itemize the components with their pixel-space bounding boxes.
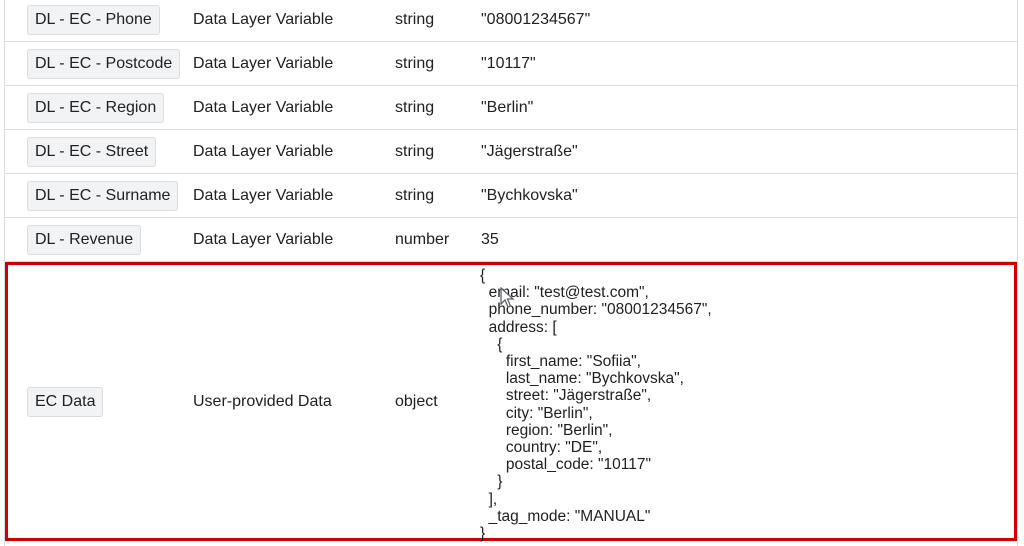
mouse-cursor-icon: [500, 287, 515, 308]
variable-type: Data Layer Variable: [193, 54, 334, 72]
variable-type: Data Layer Variable: [193, 186, 334, 204]
variable-type: User-provided Data: [193, 392, 332, 410]
highlighted-table-row: EC Data User-provided Data object { emai…: [5, 262, 1017, 543]
variable-value: "Bychkovska": [481, 186, 578, 204]
table-row: DL - EC - Region Data Layer Variable str…: [5, 86, 1017, 130]
variable-type: Data Layer Variable: [193, 98, 334, 116]
variable-name-chip[interactable]: DL - EC - Street: [27, 136, 157, 167]
variable-type: Data Layer Variable: [193, 10, 334, 28]
variables-table: DL - EC - Phone Data Layer Variable stri…: [4, 0, 1018, 546]
variable-value: "08001234567": [481, 10, 591, 28]
data-type: number: [395, 230, 450, 248]
variable-name-chip[interactable]: DL - EC - Postcode: [27, 48, 181, 79]
data-type: string: [395, 142, 435, 160]
variable-name-chip[interactable]: DL - EC - Region: [27, 92, 165, 123]
data-type: string: [395, 10, 435, 28]
variable-value: "Jägerstraße": [481, 142, 578, 160]
object-value-code: { email: "test@test.com", phone_number: …: [480, 267, 712, 543]
table-row: DL - EC - Phone Data Layer Variable stri…: [5, 0, 1017, 42]
data-type: string: [395, 98, 435, 116]
data-type: string: [395, 186, 435, 204]
table-row: DL - Revenue Data Layer Variable number …: [5, 218, 1017, 262]
variable-value: "Berlin": [481, 98, 534, 116]
table-row: DL - EC - Surname Data Layer Variable st…: [5, 174, 1017, 218]
data-type: string: [395, 54, 435, 72]
table-row: DL - EC - Postcode Data Layer Variable s…: [5, 42, 1017, 86]
variable-name-chip[interactable]: EC Data: [27, 386, 104, 417]
variable-value: "10117": [481, 54, 536, 72]
data-type: object: [395, 392, 438, 410]
table-row: DL - EC - Street Data Layer Variable str…: [5, 130, 1017, 174]
variable-name-chip[interactable]: DL - Revenue: [27, 224, 142, 255]
variable-type: Data Layer Variable: [193, 142, 334, 160]
variable-value: 35: [481, 230, 499, 248]
variable-name-chip[interactable]: DL - EC - Surname: [27, 180, 179, 211]
variable-name-chip[interactable]: DL - EC - Phone: [27, 4, 160, 35]
variable-type: Data Layer Variable: [193, 230, 334, 248]
